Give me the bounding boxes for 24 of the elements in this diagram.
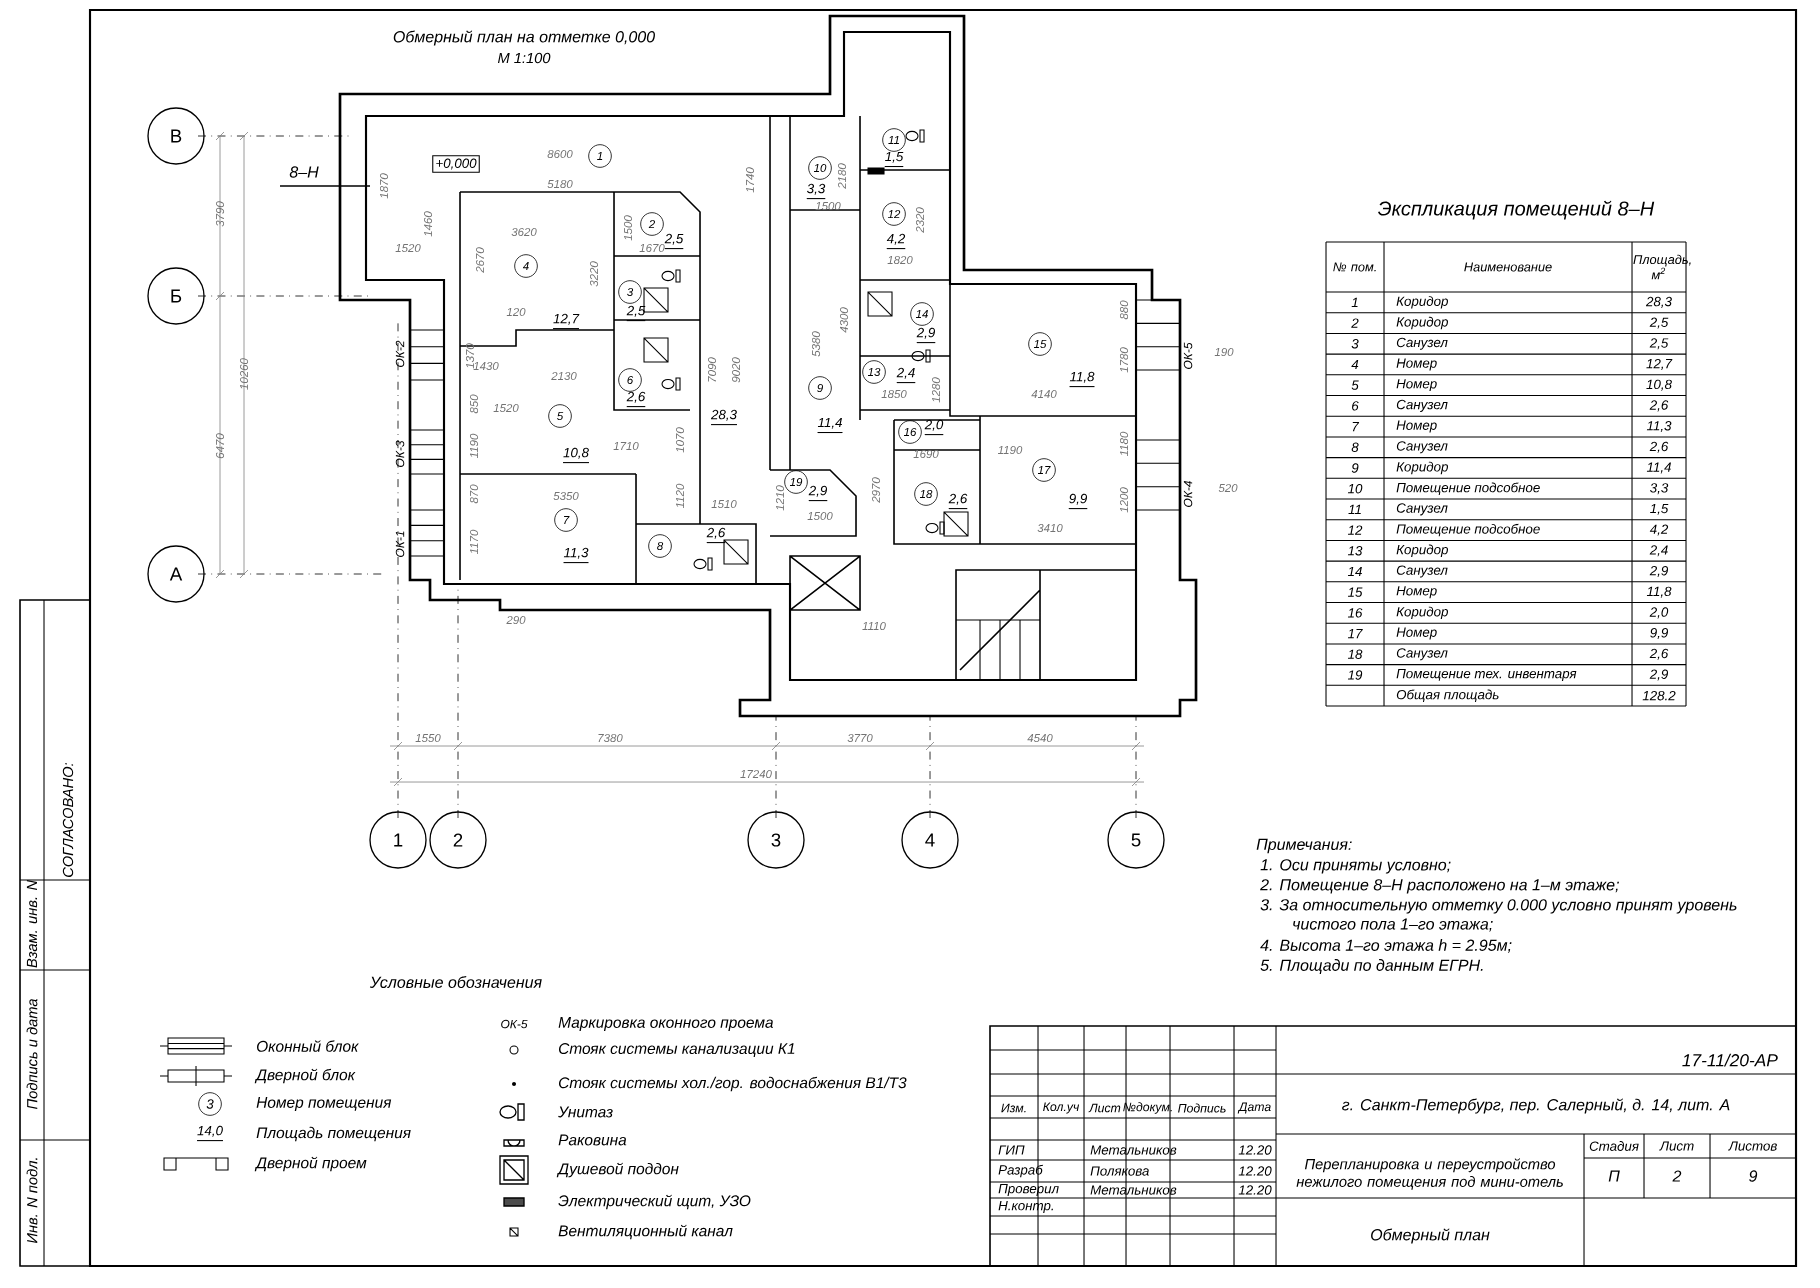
note-text: 5. Площади по данным ЕГРН.	[1260, 959, 1483, 974]
axis-bubble: 5	[1107, 811, 1165, 869]
note-text: 4. Высота 1–го этажа h = 2.95м;	[1260, 939, 1512, 953]
address-text: г. Санкт-Петербург, пер. Салерный, д. 14, лит. А	[1342, 1098, 1730, 1114]
title-block-cell: 2	[1672, 1170, 1682, 1182]
axis-bubble: Б	[147, 267, 205, 325]
title-block-cell: П	[1608, 1170, 1620, 1182]
note-text: 1. Оси приняты условно;	[1260, 859, 1451, 874]
document-code: 17-11/20-АР	[1682, 1053, 1778, 1067]
note-text: 2. Помещение 8–Н расположено на 1–м этаже;	[1260, 879, 1619, 894]
axis-bubble: 2	[429, 811, 487, 869]
section-label: 8–Н	[289, 166, 319, 178]
axis-bubble: В	[147, 107, 205, 165]
notes-heading: Примечания:	[1256, 838, 1352, 854]
axis-bubble: 3	[747, 811, 805, 869]
legend-heading: Условные обозначения	[369, 976, 542, 988]
table-title: Экспликация помещений 8–Н	[1378, 200, 1655, 220]
sheet-title: Обмерный план	[1371, 1228, 1490, 1244]
axis-bubble: А	[147, 545, 205, 603]
plan-title: Обмерный план на отметке 0,000	[393, 30, 655, 46]
axis-bubble: 4	[901, 811, 959, 869]
axis-bubble: 1	[369, 811, 427, 869]
title-block-cell: 9	[1749, 1170, 1758, 1182]
note-text: 3. За относительную отметку 0.000 условно принят уровень чистого пола 1–го этажа;	[1260, 899, 1737, 932]
